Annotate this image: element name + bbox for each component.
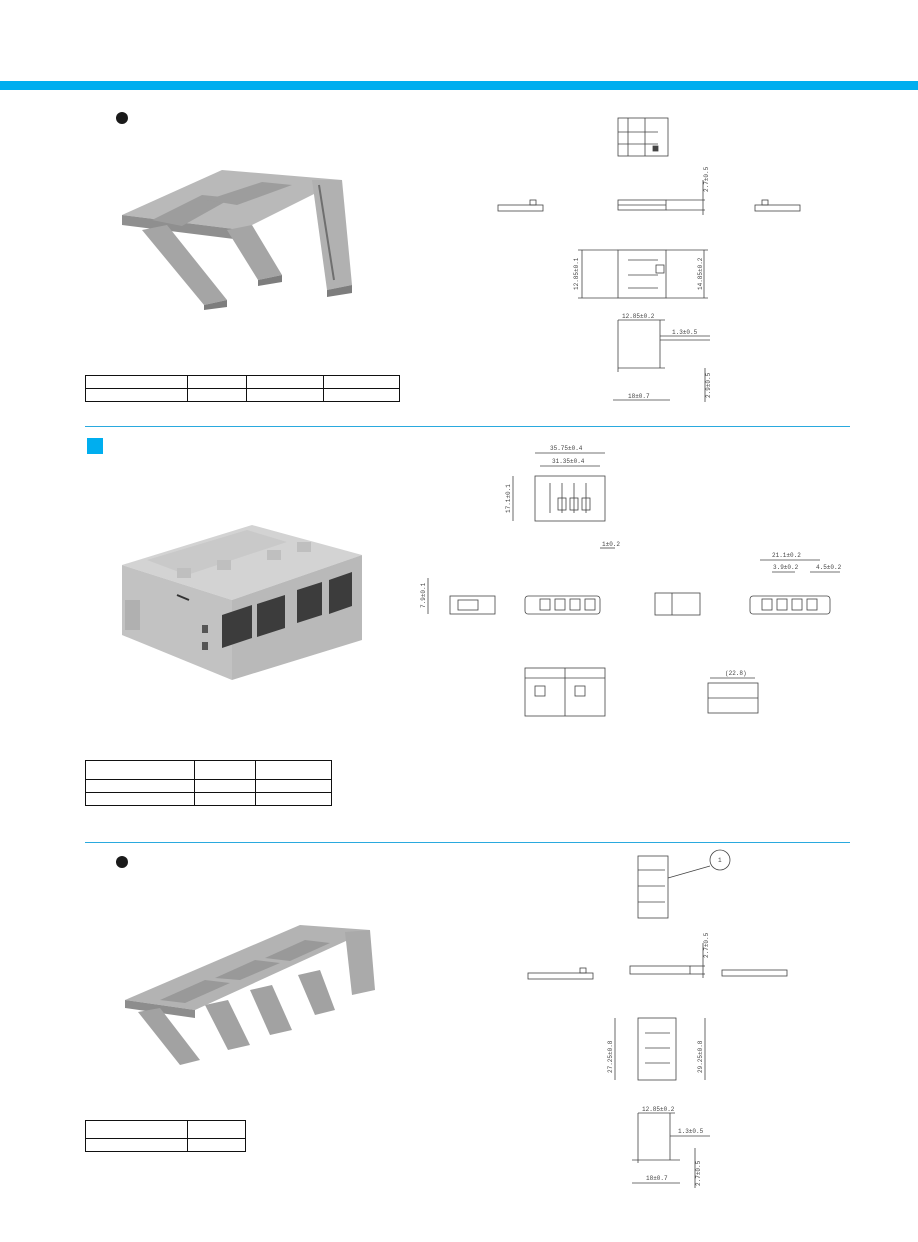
dim-label: 14.85±0.2 (697, 257, 704, 290)
dim-label: 2.7±0.5 (703, 932, 710, 958)
bullet-dot-icon (116, 112, 128, 124)
product-photo-connector-housing (117, 520, 367, 685)
dim-label: 2.7±0.5 (695, 1160, 702, 1186)
dim-label: 21.1±0.2 (772, 552, 801, 559)
dim-label: 1±0.2 (602, 541, 620, 548)
table-row (85, 388, 400, 402)
table-row (85, 779, 332, 793)
dim-label: 31.35±0.4 (552, 458, 585, 465)
table-row (85, 792, 332, 806)
dim-label: 2.7±0.5 (703, 166, 710, 192)
spec-table-2 (85, 760, 332, 806)
table-row (85, 760, 332, 780)
dim-label: 1 (718, 857, 722, 864)
dim-label: 12.85±0.2 (622, 313, 655, 320)
table-row (85, 375, 400, 389)
technical-drawing-1: 2.7±0.5 12.85±0.1 14.85±0.2 12.85±0.2 1.… (490, 110, 820, 410)
product-photo-2-slot-cover (112, 160, 362, 310)
bullet-square-icon (87, 438, 103, 454)
spec-table-1 (85, 375, 400, 402)
dim-label: 4.5±0.2 (816, 564, 842, 571)
dim-label: 18±0.7 (646, 1175, 668, 1182)
bullet-dot-icon (116, 856, 128, 868)
dim-label: (22.8) (725, 670, 747, 677)
header-accent-bar (0, 81, 918, 90)
dim-label: 29.25±0.8 (697, 1040, 704, 1073)
dim-label: 1.3±0.5 (678, 1128, 704, 1135)
table-row (85, 1120, 246, 1139)
dim-label: 35.75±0.4 (550, 445, 583, 452)
dim-label: 3.9±0.2 (773, 564, 799, 571)
section-divider (85, 842, 850, 843)
technical-drawing-2: 35.75±0.4 31.35±0.4 17.1±0.1 1±0.2 7.9±0… (410, 438, 850, 728)
dim-label: 17.1±0.1 (505, 484, 512, 513)
table-row (85, 1138, 246, 1152)
spec-table-3 (85, 1120, 246, 1152)
dim-label: 27.25±0.8 (607, 1040, 614, 1073)
dim-label: 7.9±0.1 (420, 582, 427, 608)
dim-label: 12.85±0.2 (642, 1106, 675, 1113)
section-divider (85, 426, 850, 427)
product-photo-4-slot-cover (120, 920, 380, 1070)
dim-label: 2.9±0.5 (705, 372, 712, 398)
dim-label: 18±0.7 (628, 393, 650, 400)
technical-drawing-3: 1 2.7±0.5 27.25±0.8 29.25±0.8 12.85±0.2 … (520, 848, 820, 1193)
dim-label: 1.3±0.5 (672, 329, 698, 336)
dim-label: 12.85±0.1 (573, 257, 580, 290)
